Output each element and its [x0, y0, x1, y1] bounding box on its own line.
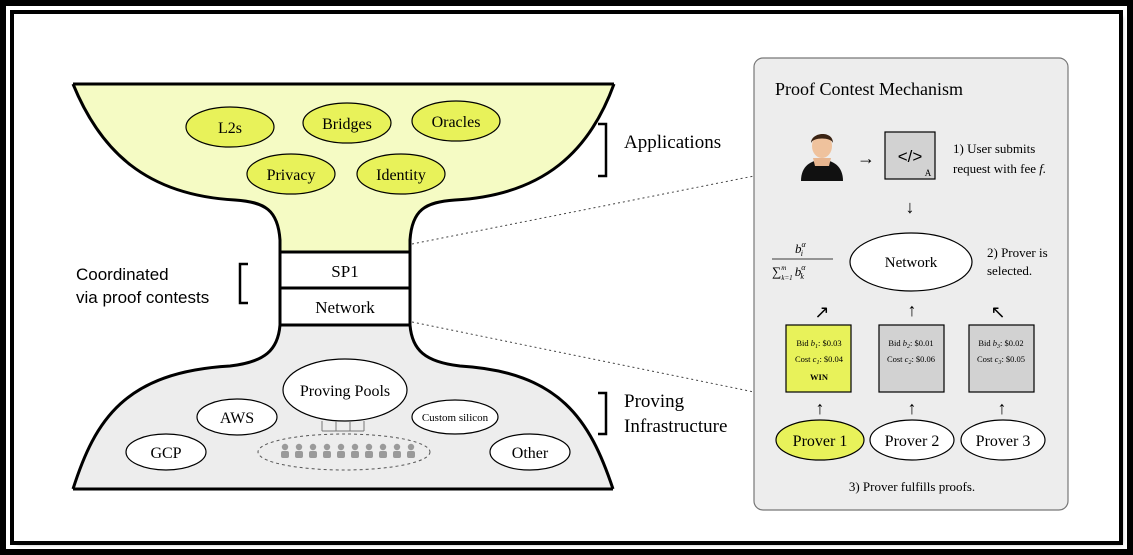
- bid-3-cost: Cost c3: $0.05: [977, 354, 1025, 366]
- user-icon: [801, 133, 843, 181]
- step1-line2: request with fee f.: [953, 161, 1046, 176]
- infra-label-custom-silicon: Custom silicon: [422, 412, 489, 424]
- app-label-l2s: L2s: [218, 120, 242, 137]
- request-code-letter: A: [925, 168, 932, 178]
- request-box: [884, 131, 936, 180]
- infra-label-other: Other: [512, 445, 549, 462]
- bid-1-win: WIN: [810, 372, 829, 382]
- bid-box-1: Bid b1: $0.03 Cost c1: $0.04 WIN: [785, 324, 852, 393]
- infra-node-gcp: [125, 433, 207, 471]
- app-label-oracles: Oracles: [432, 114, 481, 131]
- bid-1-cost: Cost c1: $0.04: [795, 354, 844, 366]
- mechanism-title: Proof Contest Mechanism: [775, 79, 963, 99]
- arrow-prover3-to-bid: ↑: [998, 398, 1007, 418]
- infrastructure-bracket: [598, 391, 608, 436]
- app-node-bridges: [302, 102, 392, 144]
- step2-line2: selected.: [987, 263, 1032, 278]
- arrow-user-to-request: →: [857, 148, 875, 168]
- bid-box-3: Bid b3: $0.02 Cost c3: $0.05: [968, 324, 1035, 393]
- request-code-symbol: </>: [898, 147, 923, 166]
- app-label-bridges: Bridges: [322, 116, 372, 133]
- infra-node-proving-pools: [282, 358, 408, 422]
- coordinated-label-line1: Coordinated: [76, 265, 169, 284]
- prover-node-3: [960, 419, 1046, 461]
- coordinated-label-line2: via proof contests: [76, 288, 209, 307]
- infra-label-proving-pools: Proving Pools: [300, 383, 390, 400]
- arrow-bid1-to-network: ↗: [814, 302, 829, 322]
- infrastructure-label-line1: Proving: [624, 391, 685, 412]
- bid-box-2: Bid b2: $0.01 Cost c2: $0.06: [878, 324, 945, 393]
- prover-label-2: Prover 2: [885, 433, 940, 450]
- app-label-privacy: Privacy: [267, 167, 316, 184]
- applications-bracket: [598, 122, 608, 178]
- arrow-request-to-network: ↓: [906, 197, 915, 217]
- prover-label-1: Prover 1: [793, 433, 848, 450]
- bid-1-bid: Bid b1: $0.03: [796, 338, 841, 350]
- network-node: [849, 232, 973, 292]
- infra-node-aws: [196, 398, 278, 436]
- layer-network: Network: [315, 298, 375, 317]
- bid-3-bid: Bid b3: $0.02: [978, 338, 1023, 350]
- bid-2-cost: Cost c2: $0.06: [887, 354, 935, 366]
- infrastructure-label-line2: Infrastructure: [624, 416, 727, 437]
- infra-node-other: [489, 433, 571, 471]
- zoom-line-top: [411, 175, 755, 245]
- app-node-l2s: [185, 106, 275, 148]
- worker-icons: [281, 443, 415, 458]
- app-node-privacy: [246, 153, 336, 195]
- zoom-line-bottom: [411, 321, 755, 393]
- diagram-svg: SP1 Network L2s Bridges Oracles Privacy …: [71, 57, 1069, 511]
- prover-node-2: [869, 419, 955, 461]
- prover-label-3: Prover 3: [976, 433, 1031, 450]
- bid-2-bid: Bid b2: $0.01: [888, 338, 933, 350]
- applications-label: Applications: [624, 132, 721, 153]
- worker-pool-group: [257, 433, 431, 471]
- infrastructure-nodes: Proving Pools AWS: [125, 358, 571, 471]
- app-node-oracles: [411, 100, 501, 142]
- app-node-identity: [356, 153, 446, 195]
- step2-line1: 2) Prover is: [987, 245, 1048, 260]
- step3-label: 3) Prover fulfills proofs.: [849, 479, 975, 494]
- network-label: Network: [885, 255, 938, 271]
- prover-node-1: [775, 419, 865, 461]
- application-nodes: L2s Bridges Oracles Privacy Identity: [185, 100, 501, 195]
- coordinated-bracket: [238, 262, 248, 305]
- arrow-prover2-to-bid: ↑: [908, 398, 917, 418]
- layer-sp1: SP1: [331, 262, 358, 281]
- arrow-bid3-to-network: ↖: [990, 302, 1005, 322]
- infra-node-custom-silicon: [411, 399, 499, 435]
- arrow-prover1-to-bid: ↑: [816, 398, 825, 418]
- step1-line1: 1) User submits: [953, 141, 1035, 156]
- diagram-canvas: SP1 Network L2s Bridges Oracles Privacy …: [14, 14, 1119, 541]
- infra-label-aws: AWS: [220, 410, 254, 427]
- arrow-bid2-to-network: ↑: [908, 300, 917, 320]
- infra-label-gcp: GCP: [150, 445, 181, 462]
- app-label-identity: Identity: [376, 167, 426, 184]
